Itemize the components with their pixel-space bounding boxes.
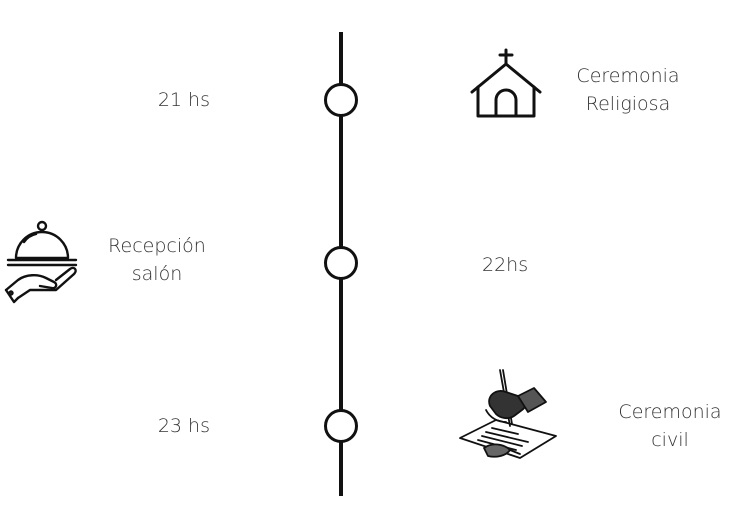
timeline-node-1 [324,83,358,117]
event-3-title-line2: civil [651,429,689,451]
signing-document-icon [459,369,557,459]
event-3-time: 23 hs [157,415,210,437]
event-1-time: 21 hs [157,89,210,111]
event-2-title-line2: salón [131,263,183,285]
event-1-title: Ceremonia Religiosa [568,62,688,118]
event-2-time: 22hs [482,254,529,276]
event-3-title-line1: Ceremonia [618,401,722,423]
church-icon [470,48,542,118]
event-2-title: Recepción salón [92,232,222,288]
event-3-title: Ceremonia civil [604,398,736,454]
serving-cloche-hand-icon [4,220,78,304]
event-2-title-line1: Recepción [108,235,206,257]
event-1-title-line1: Ceremonia [576,65,680,87]
timeline-node-2 [324,246,358,280]
timeline-node-3 [324,409,358,443]
event-1-title-line2: Religiosa [585,93,671,115]
